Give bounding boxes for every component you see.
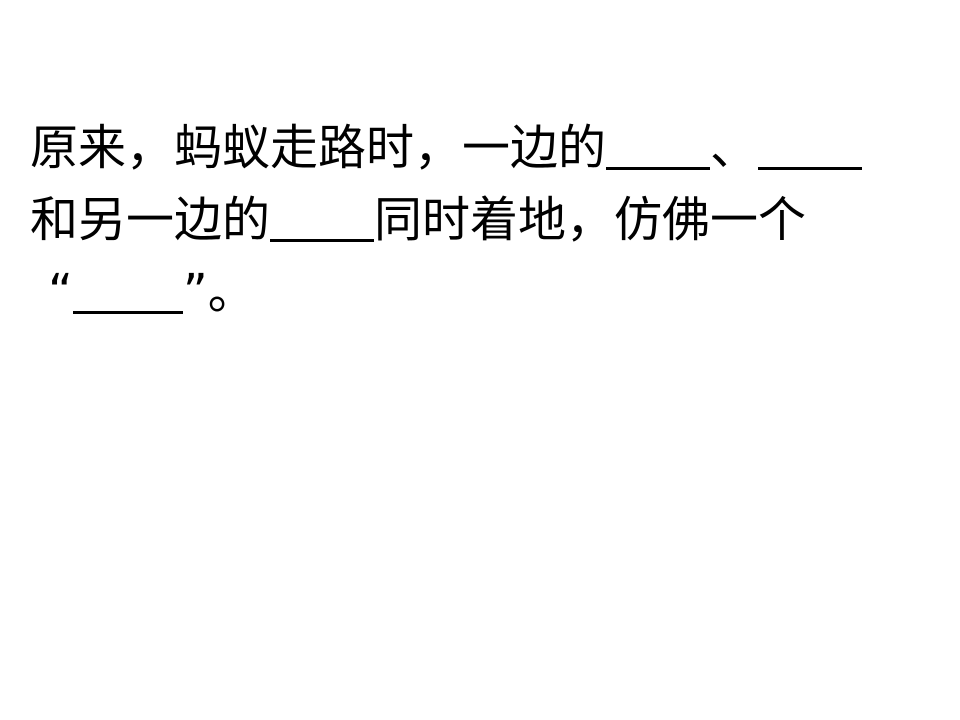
line1-separator: 、 xyxy=(710,120,759,176)
answer-blank-1 xyxy=(606,119,711,170)
question-line-1: 原来，蚂蚁走路时，一边的 、 xyxy=(30,112,930,184)
line2-text-before: 和另一边的 xyxy=(30,192,271,248)
open-quote: “ xyxy=(48,264,73,320)
close-quote: ” xyxy=(182,264,208,320)
question-line-3: “ ”。 xyxy=(30,256,930,328)
answer-blank-3 xyxy=(270,191,375,242)
line1-text: 原来，蚂蚁走路时，一边的 xyxy=(30,120,607,176)
fill-in-question-text: 原来，蚂蚁走路时，一边的 、 和另一边的 同时着地，仿佛一个 “ ”。 xyxy=(30,112,930,328)
line2-text-after: 同时着地，仿佛一个 xyxy=(374,192,807,248)
question-line-2: 和另一边的 同时着地，仿佛一个 xyxy=(30,184,930,256)
answer-blank-2 xyxy=(758,119,863,170)
sentence-end-mark: 。 xyxy=(207,264,256,320)
answer-blank-4 xyxy=(72,263,183,314)
